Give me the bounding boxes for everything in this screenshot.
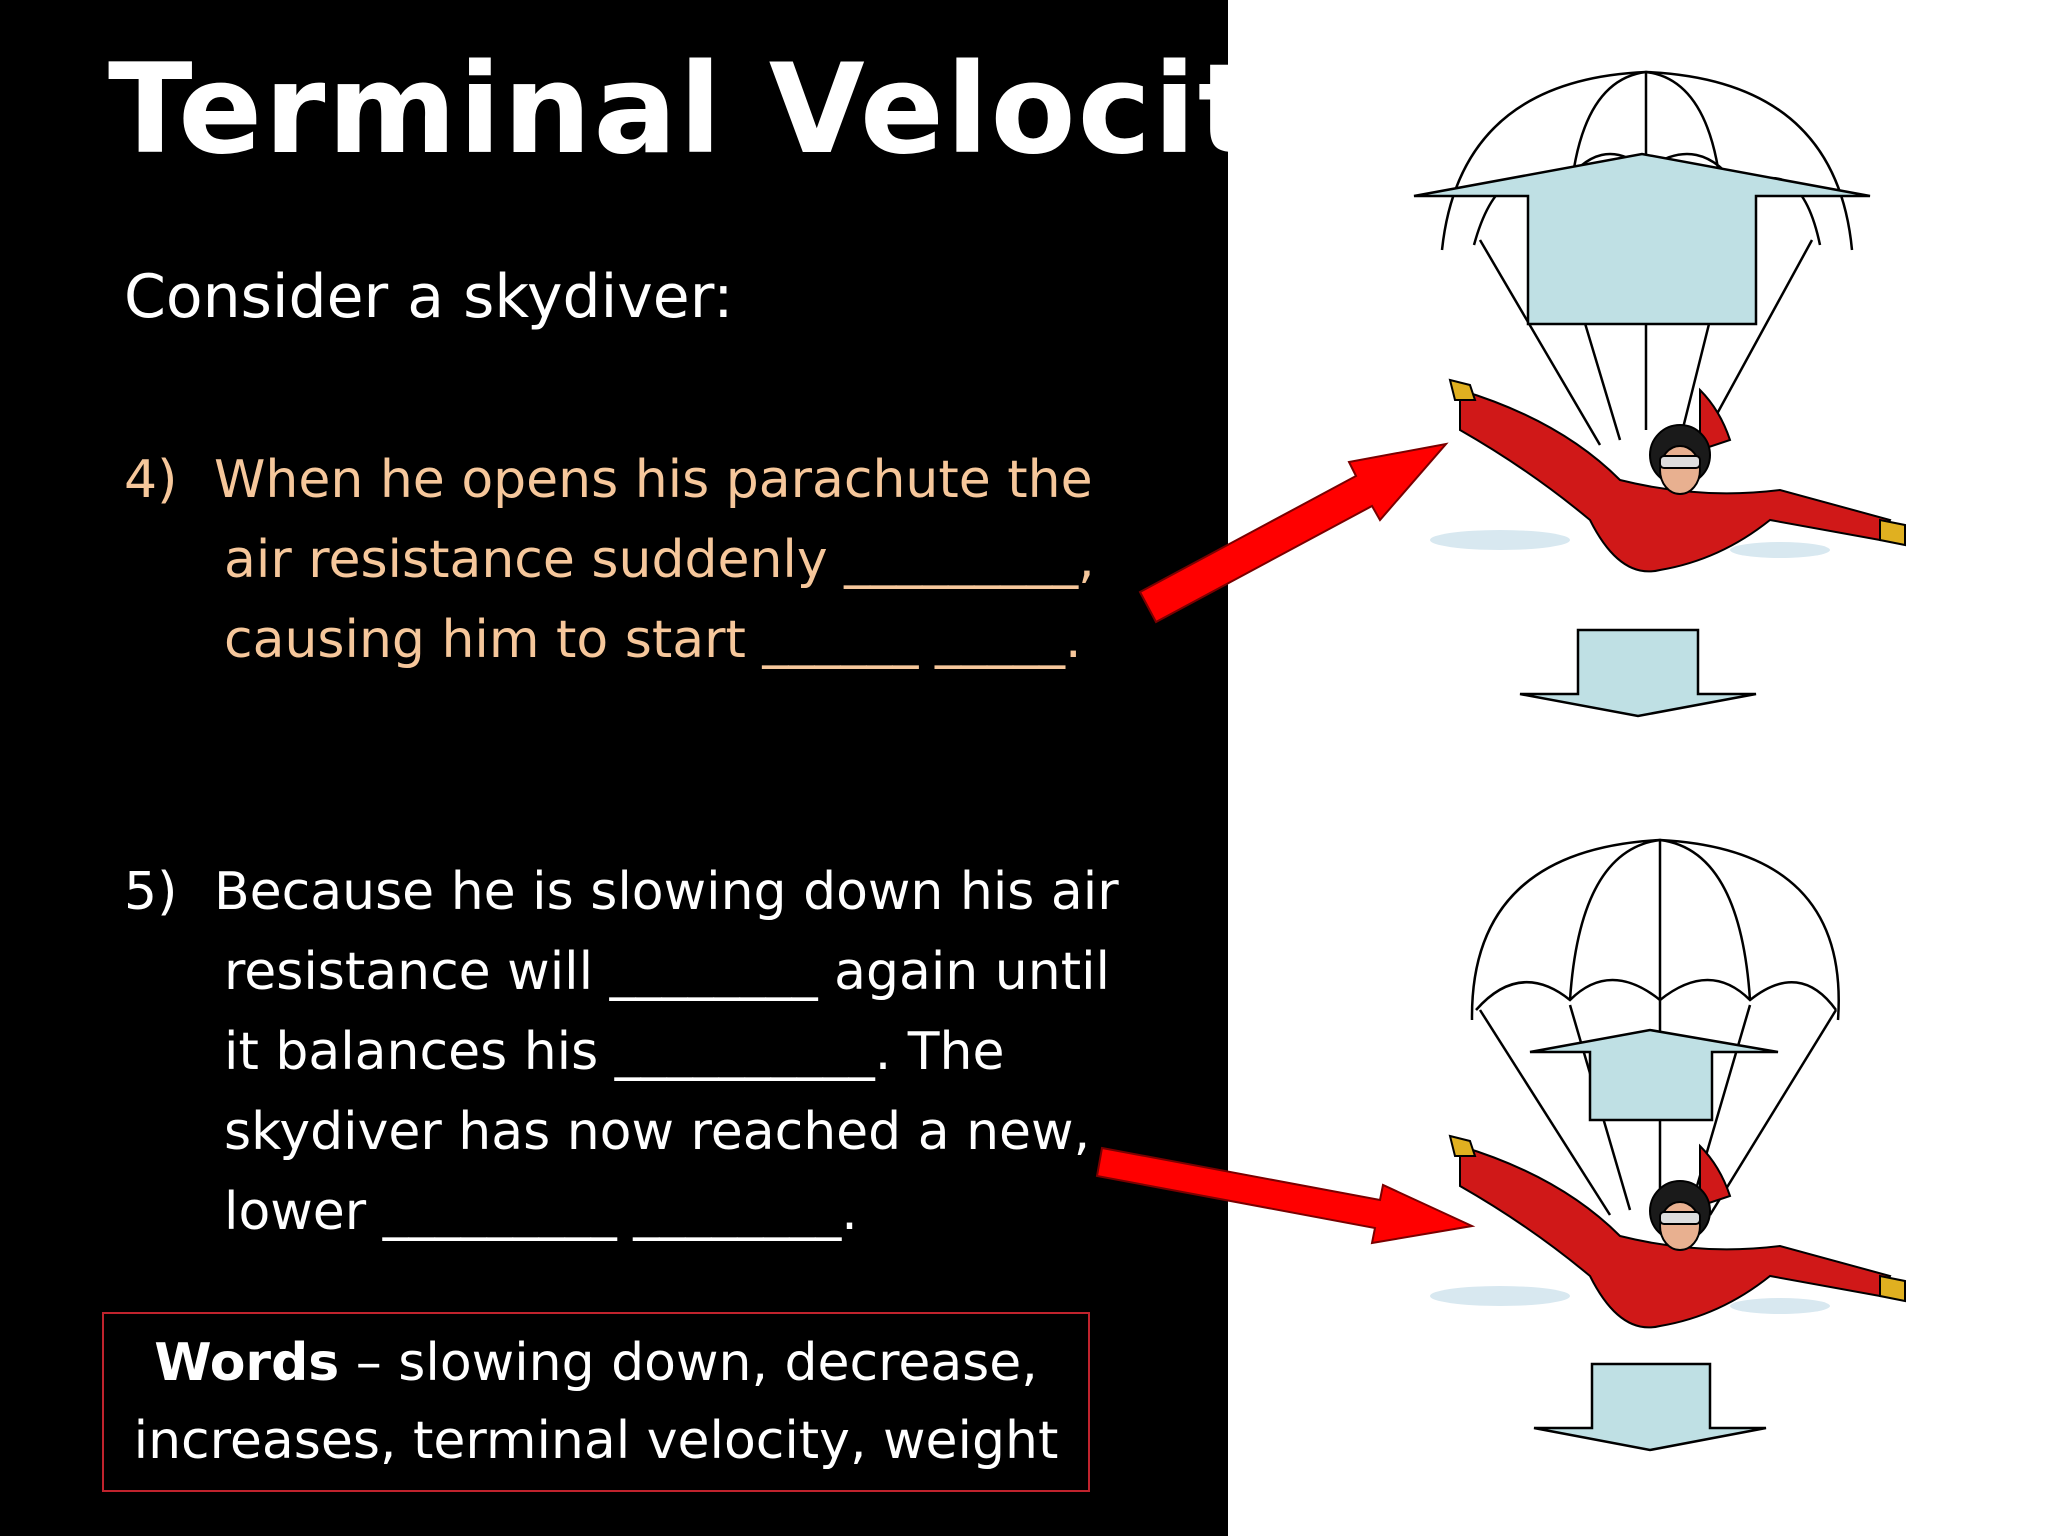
question-4-line-1: When he opens his parachute the <box>214 450 1093 510</box>
word-bank-line-2: increases, terminal velocity, weight <box>133 1411 1059 1471</box>
word-bank-line-1: – slowing down, decrease, <box>339 1333 1038 1393</box>
question-4-line-3: causing him to start ______ _____. <box>224 610 1082 670</box>
question-5-line-2: resistance will ________ again until <box>224 942 1110 1002</box>
slide-title: Terminal Velocity <box>108 38 1342 182</box>
downward-force-arrow-icon <box>1519 628 1757 718</box>
question-5-line-5: lower _________ ________. <box>224 1182 858 1242</box>
question-5-line-4: skydiver has now reached a new, <box>224 1102 1091 1162</box>
upward-force-arrow-icon <box>1529 1028 1779 1122</box>
pointer-arrow-icon <box>1138 442 1449 624</box>
slide-subtitle: Consider a skydiver: <box>124 262 734 332</box>
pointer-arrow-icon <box>1095 1146 1476 1245</box>
downward-force-arrow-icon <box>1533 1362 1767 1452</box>
text-panel <box>0 0 1228 1536</box>
question-5-line-1: Because he is slowing down his air <box>214 862 1119 922</box>
upward-force-arrow-icon <box>1413 152 1871 326</box>
word-bank: Words – slowing down, decrease, increase… <box>102 1312 1090 1492</box>
question-4: 4) When he opens his parachute the air re… <box>124 440 1095 680</box>
question-5-number: 5) <box>124 862 178 922</box>
question-5: 5) Because he is slowing down his air res… <box>124 852 1119 1252</box>
parachute-canopy-icon <box>1470 838 1840 1216</box>
question-4-number: 4) <box>124 450 178 510</box>
word-bank-label: Words <box>154 1333 340 1393</box>
question-5-line-3: it balances his __________. The <box>224 1022 1005 1082</box>
skydiver-icon <box>1430 378 1906 573</box>
skydiver-icon <box>1430 1134 1906 1329</box>
question-4-line-2: air resistance suddenly _________, <box>224 530 1095 590</box>
